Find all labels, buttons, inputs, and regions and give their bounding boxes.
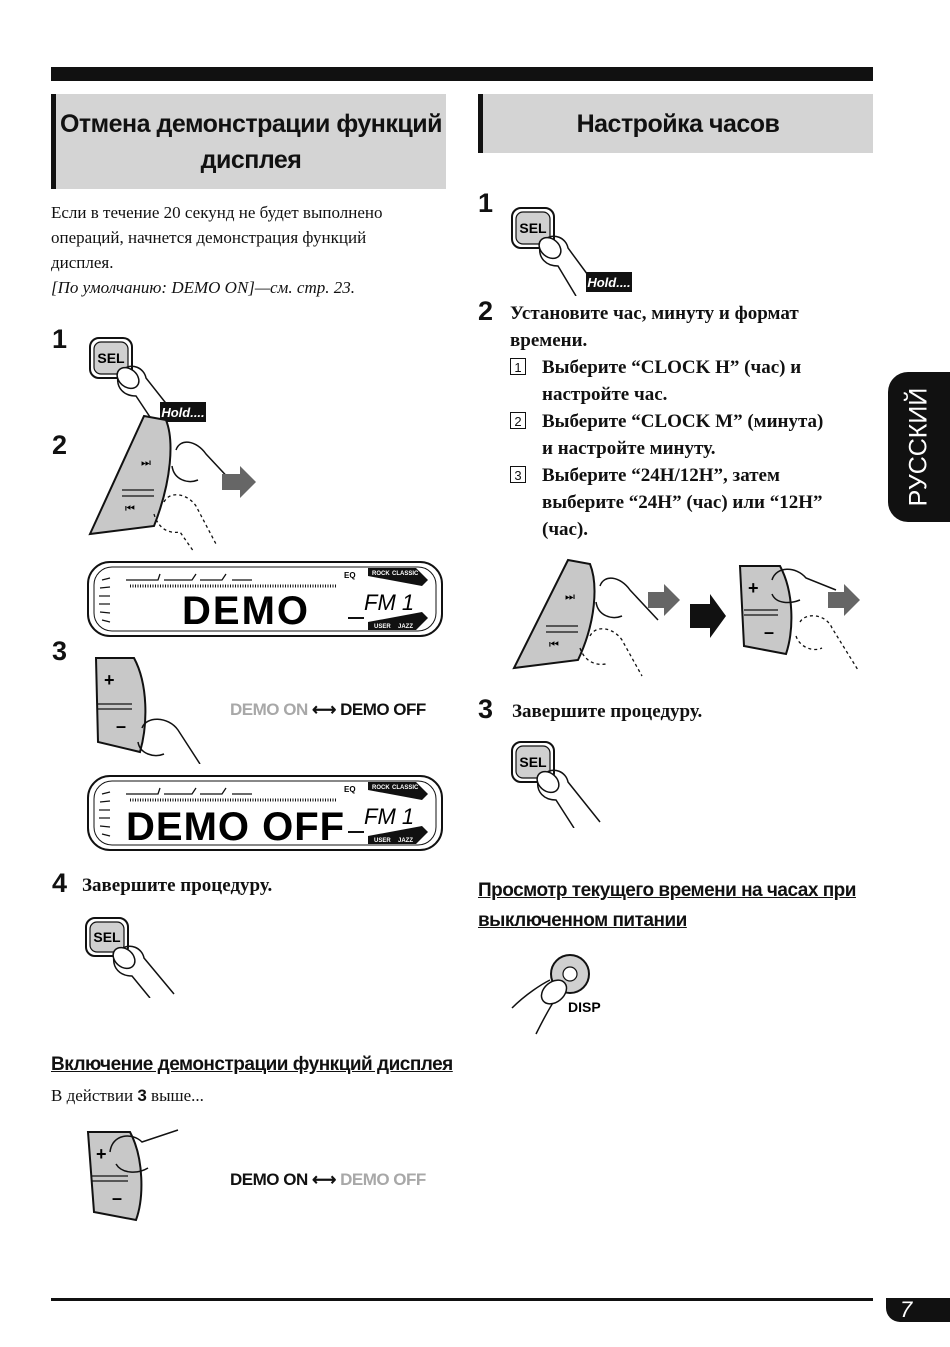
left-step-2-number: 2: [52, 430, 68, 460]
svg-text:CLASSIC: CLASSIC: [392, 571, 419, 577]
svg-text:+: +: [748, 578, 759, 598]
svg-text:JAZZ: JAZZ: [398, 838, 413, 844]
svg-text:ROCK: ROCK: [372, 571, 390, 577]
svg-text:+: +: [96, 1144, 107, 1164]
sel-hold-illustration-right: SEL Hold....: [511, 207, 632, 296]
seek-and-volume-illustration: ⏭ ⏮ + –: [512, 558, 860, 677]
demo-toggle-2: DEMO ON ⟷ DEMO OFF: [230, 1170, 426, 1189]
svg-text:USER: USER: [374, 624, 391, 630]
svg-text:JAZZ: JAZZ: [398, 624, 413, 630]
left-section-heading: Отмена демонстрации функций дисплея: [51, 94, 446, 189]
clock-substeps: 1 Выберите “CLOCK H” (час) и настройте ч…: [510, 354, 870, 543]
svg-text:–: –: [764, 622, 774, 642]
svg-text:+: +: [104, 670, 115, 690]
svg-text:Hold....: Hold....: [587, 275, 630, 290]
svg-text:CLASSIC: CLASSIC: [392, 785, 419, 791]
top-rule: [51, 67, 873, 81]
page-number-tab: 7: [886, 1297, 950, 1322]
sel-label: SEL: [97, 350, 125, 366]
sel-hold-illustration-left: SEL Hold....: [89, 337, 206, 426]
svg-text:SEL: SEL: [93, 929, 121, 945]
svg-text:⏭: ⏭: [565, 591, 575, 603]
svg-text:SEL: SEL: [519, 220, 547, 236]
double-arrow-icon: ⟷: [311, 1170, 336, 1189]
bottom-rule: [51, 1298, 873, 1301]
left-step-4-text: Завершите процедуру.: [82, 875, 273, 896]
sel-press-illustration-right: SEL: [511, 741, 601, 828]
svg-text:⏮: ⏮: [125, 503, 135, 515]
list-item: 1 Выберите “CLOCK H” (час) и настройте ч…: [510, 354, 870, 408]
right-step-1-number: 1: [478, 188, 494, 218]
svg-text:EQ: EQ: [344, 571, 356, 580]
demo-toggle-1: DEMO ON ⟷ DEMO OFF: [230, 700, 426, 719]
language-tab: РУССКИЙ: [888, 372, 950, 522]
seek-button-illustration: ⏭ ⏮: [88, 414, 256, 552]
svg-text:EQ: EQ: [344, 785, 356, 794]
list-item: 3 Выберите “24H/12H”, затем выберите “24…: [510, 462, 870, 543]
disp-button-illustration: DISP: [511, 954, 601, 1035]
default-note: [По умолчанию: DEMO ON]—см. стр. 23.: [51, 278, 355, 297]
double-arrow-icon: ⟷: [311, 700, 336, 719]
left-step-3-number: 3: [52, 636, 68, 666]
display-band: FM 1: [364, 804, 414, 829]
svg-text:⏭: ⏭: [141, 457, 151, 469]
right-step-2-number: 2: [478, 296, 494, 326]
svg-text:–: –: [116, 716, 126, 736]
right-step-3-number: 3: [478, 694, 494, 724]
svg-text:SEL: SEL: [519, 754, 547, 770]
volume-button-illustration-2: + –: [86, 1129, 179, 1222]
action-reference: В действии 3 выше...: [51, 1086, 204, 1105]
page-number: 7: [900, 1297, 913, 1322]
display-main-text: DEMO: [182, 589, 310, 633]
hold-label: Hold....: [161, 405, 204, 420]
sel-press-illustration-left: SEL: [85, 917, 175, 998]
svg-text:USER: USER: [374, 838, 391, 844]
left-intro: Если в течение 20 секунд не будет выполн…: [51, 200, 451, 300]
right-section-heading: Настройка часов: [478, 94, 873, 153]
svg-text:⏮: ⏮: [549, 639, 559, 651]
left-step-4-number: 4: [52, 868, 68, 898]
right-subheading: Просмотр текущего времени на часах при в…: [478, 880, 856, 931]
volume-button-illustration-1: + –: [94, 657, 201, 764]
demo-display-2: EQ ROCK CLASSIC USER JAZZ DEMO OFF FM 1: [87, 775, 443, 851]
disp-label: DISP: [568, 999, 601, 1015]
right-step-2-text: Установите час, минуту и формат времени.: [510, 303, 799, 351]
display-main-text: DEMO OFF: [126, 805, 345, 849]
display-band: FM 1: [364, 590, 414, 615]
left-step-1-number: 1: [52, 324, 68, 354]
list-item: 2 Выберите “CLOCK M” (минута) и настройт…: [510, 408, 870, 462]
svg-text:ROCK: ROCK: [372, 785, 390, 791]
right-step-3-text: Завершите процедуру.: [512, 701, 703, 722]
svg-text:–: –: [112, 1188, 122, 1208]
left-subheading: Включение демонстрации функций дисплея: [51, 1054, 453, 1075]
demo-display-1: EQ ROCK CLASSIC USER JAZZ DEMO FM 1: [87, 561, 443, 637]
